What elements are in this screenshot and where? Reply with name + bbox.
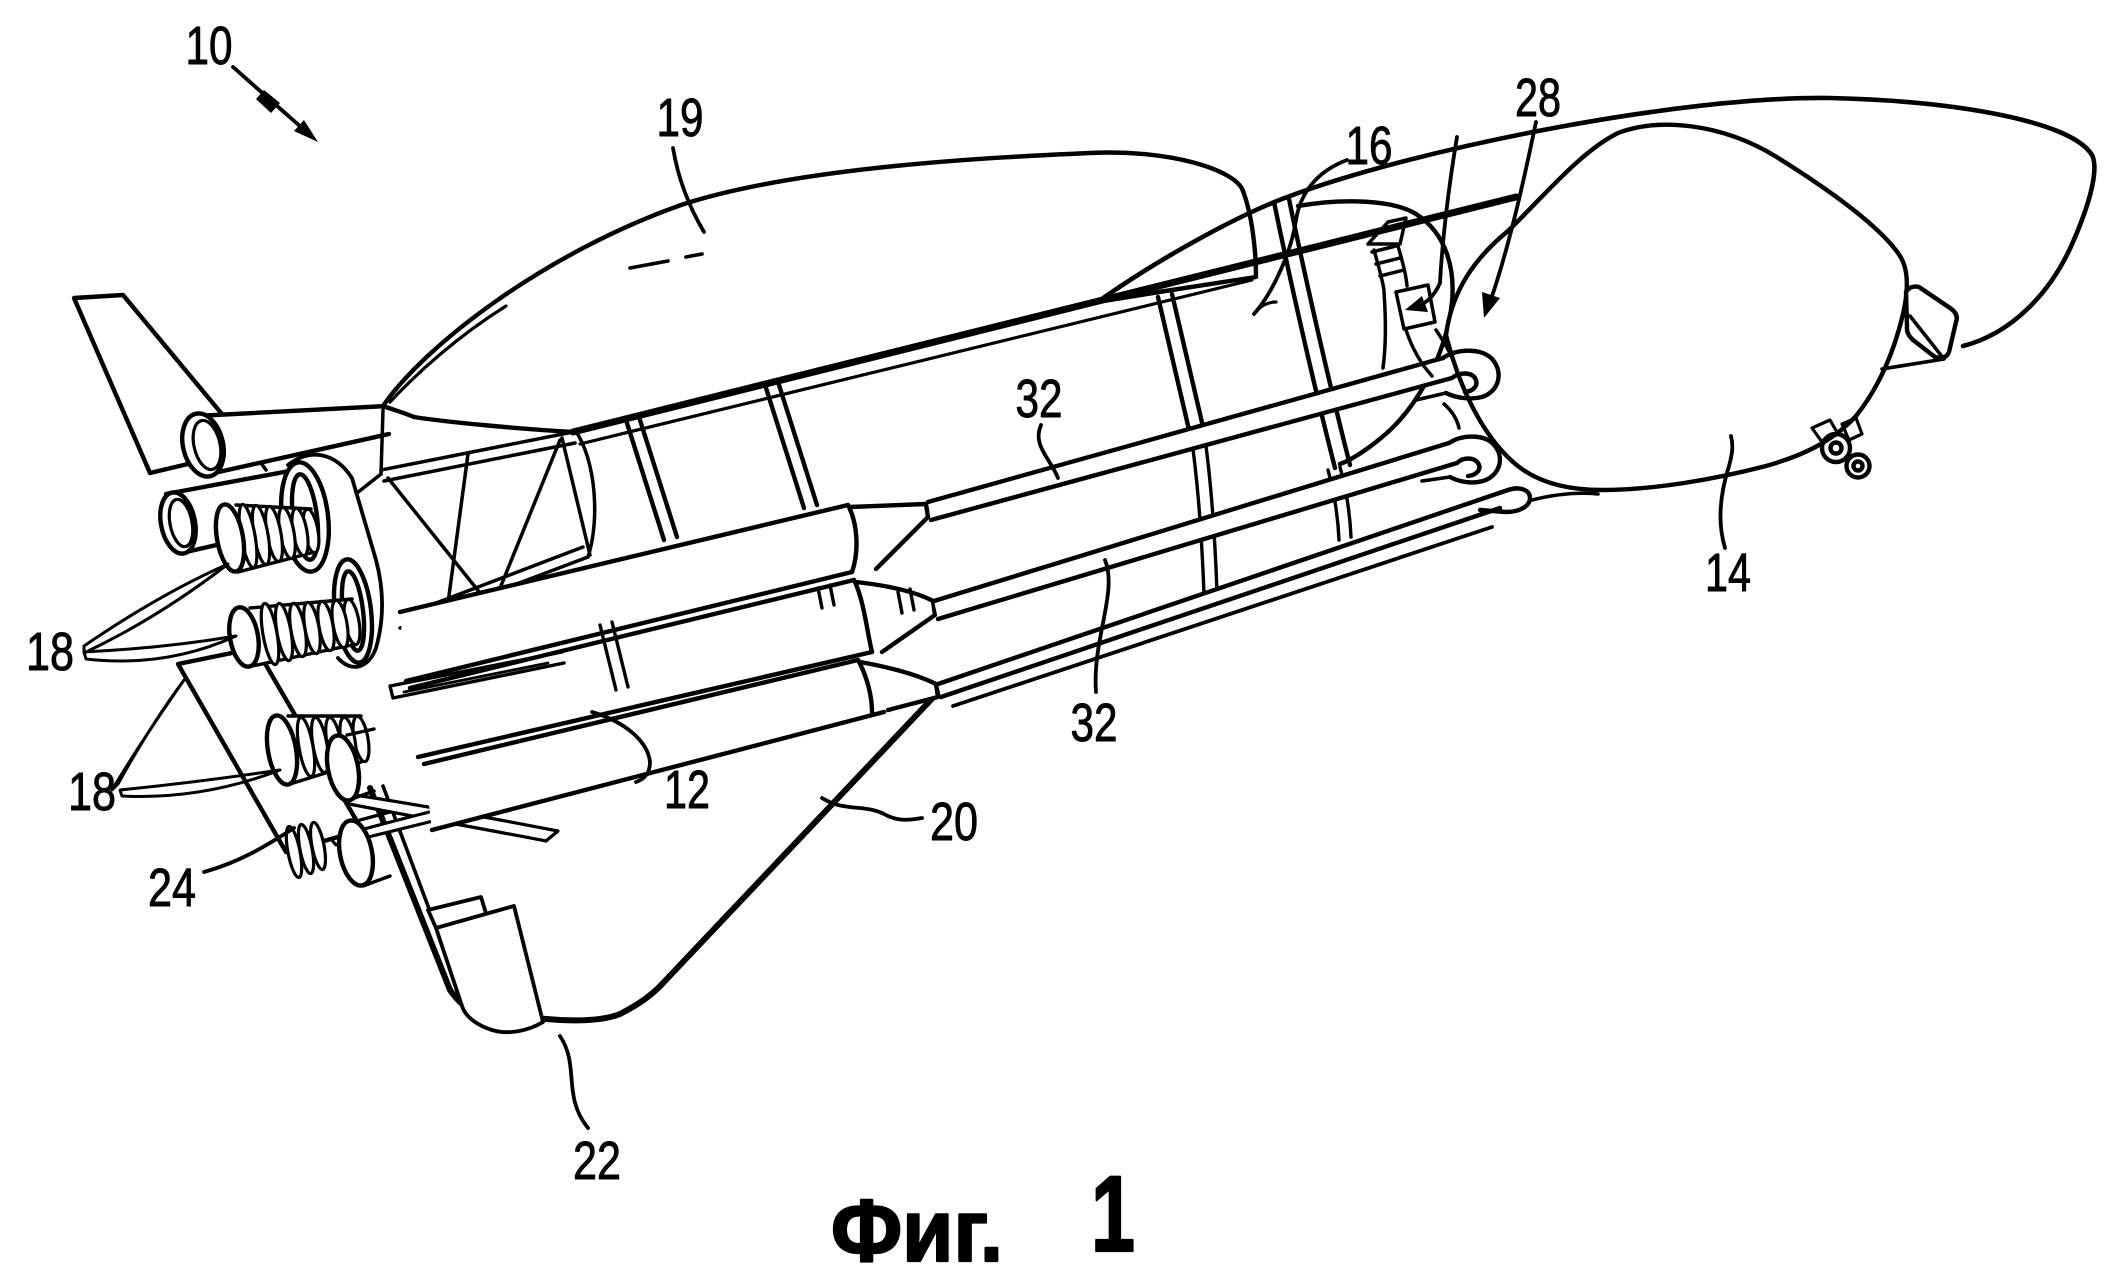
svg-text:19: 19 xyxy=(657,88,704,148)
svg-text:1: 1 xyxy=(1091,1153,1135,1272)
svg-text:18: 18 xyxy=(26,622,74,682)
svg-text:32: 32 xyxy=(1016,369,1063,429)
svg-text:12: 12 xyxy=(664,760,710,820)
svg-text:28: 28 xyxy=(1515,68,1561,128)
svg-text:16: 16 xyxy=(1346,116,1393,176)
svg-text:32: 32 xyxy=(1071,693,1118,753)
svg-text:18: 18 xyxy=(68,762,116,822)
svg-text:10: 10 xyxy=(186,16,233,76)
svg-text:24: 24 xyxy=(148,858,196,918)
svg-text:20: 20 xyxy=(930,792,978,852)
svg-text:22: 22 xyxy=(573,1131,621,1191)
svg-text:14: 14 xyxy=(1705,543,1751,603)
svg-text:Фиг.: Фиг. xyxy=(831,1181,1003,1272)
